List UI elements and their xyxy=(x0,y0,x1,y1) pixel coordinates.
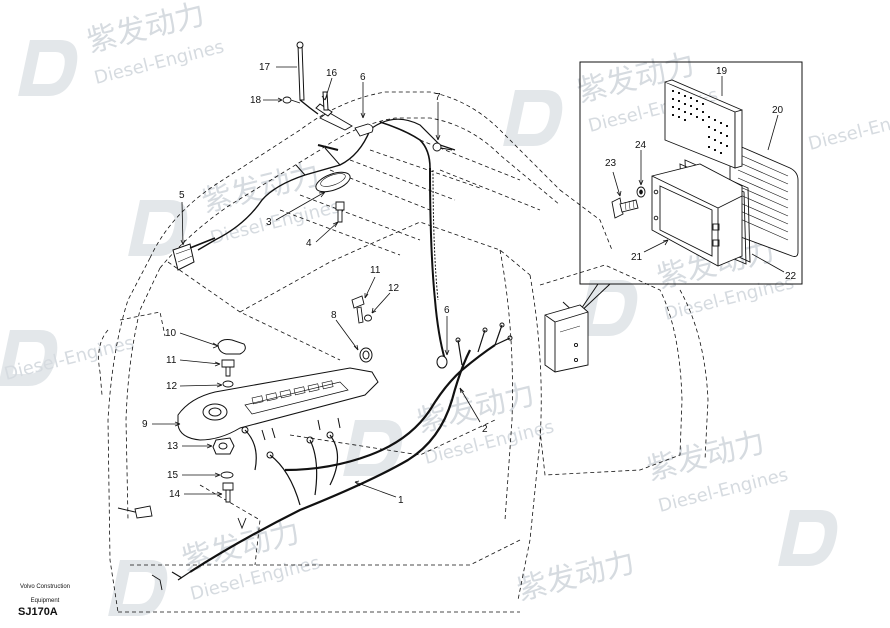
bolt-14 xyxy=(222,482,234,503)
callout-1: 1 xyxy=(398,495,404,506)
lower-connector xyxy=(117,505,247,591)
watermark-logo xyxy=(128,200,188,256)
grommet-8 xyxy=(359,347,373,363)
ecu-installed xyxy=(544,304,589,373)
callout-6-top: 6 xyxy=(360,72,366,83)
antenna xyxy=(296,41,319,115)
callout-10: 10 xyxy=(165,328,177,339)
detail-frame xyxy=(579,61,803,285)
bolt-11-lower xyxy=(221,359,235,377)
callout-3: 3 xyxy=(266,217,272,228)
drawing-code: SJ170A xyxy=(18,606,58,618)
company-name-line1: Volvo Construction xyxy=(19,584,71,590)
callout-2: 2 xyxy=(482,424,488,435)
cab-outline xyxy=(98,91,709,613)
callout-labels: 17 16 6 7 18 5 3 4 11 12 8 6 10 11 12 9 … xyxy=(142,62,797,506)
leader-lines xyxy=(152,66,785,498)
callout-16: 16 xyxy=(326,68,338,79)
callout-4: 4 xyxy=(306,238,312,249)
callout-15: 15 xyxy=(167,470,179,481)
watermark-logo xyxy=(778,510,838,566)
perforated-cover xyxy=(664,79,743,169)
connector-5 xyxy=(172,237,216,271)
watermark-en: Diesel-Engines xyxy=(806,102,890,155)
washer-15 xyxy=(220,471,234,479)
callout-19: 19 xyxy=(716,66,728,77)
callout-12-upper: 12 xyxy=(388,283,400,294)
callout-24: 24 xyxy=(635,140,647,151)
riser-harness xyxy=(429,167,446,361)
ecu-assembly-detail xyxy=(611,79,799,267)
callout-5: 5 xyxy=(179,190,185,201)
callout-22: 22 xyxy=(785,271,797,282)
watermark-logo xyxy=(503,90,563,146)
clip-7 xyxy=(432,142,453,152)
harness-2 xyxy=(284,344,496,472)
roof-lamp xyxy=(315,171,351,193)
watermark-logo xyxy=(18,40,78,96)
watermark-cn: 紫发动力 xyxy=(513,545,638,608)
ecu-unit xyxy=(651,163,743,267)
antenna-connector xyxy=(315,91,333,117)
nut-13 xyxy=(212,437,235,455)
callout-8: 8 xyxy=(331,310,337,321)
watermark-logo xyxy=(0,330,58,386)
callout-14: 14 xyxy=(169,489,181,500)
watermark-logo xyxy=(108,560,168,616)
callout-13: 13 xyxy=(167,441,179,452)
washer-12-upper xyxy=(364,314,372,322)
grommet-6 xyxy=(436,355,448,369)
pad-10 xyxy=(217,339,246,355)
callout-18: 18 xyxy=(250,95,262,106)
washer-12-lower xyxy=(222,380,234,388)
callout-11-upper: 11 xyxy=(370,265,381,276)
bolt-11-upper xyxy=(351,295,365,324)
screw-18 xyxy=(282,96,301,104)
grille-plate xyxy=(729,141,799,257)
callout-20: 20 xyxy=(772,105,784,116)
callout-11-lower: 11 xyxy=(166,355,177,366)
roof-harness xyxy=(379,121,431,169)
watermark-logo xyxy=(343,420,403,476)
callout-7: 7 xyxy=(435,92,441,103)
harness-1 xyxy=(189,349,471,573)
watermark-logo xyxy=(578,280,638,336)
bolt-4 xyxy=(335,201,345,223)
callout-6-lower: 6 xyxy=(444,305,450,316)
control-panel-bracket xyxy=(177,367,379,441)
bolt-23 xyxy=(611,197,639,219)
callout-23: 23 xyxy=(605,158,617,169)
callout-9: 9 xyxy=(142,419,148,430)
callout-12-lower: 12 xyxy=(166,381,178,392)
company-name-line2: Equipment xyxy=(30,598,60,604)
callout-21: 21 xyxy=(631,252,643,263)
callout-17: 17 xyxy=(259,62,271,73)
